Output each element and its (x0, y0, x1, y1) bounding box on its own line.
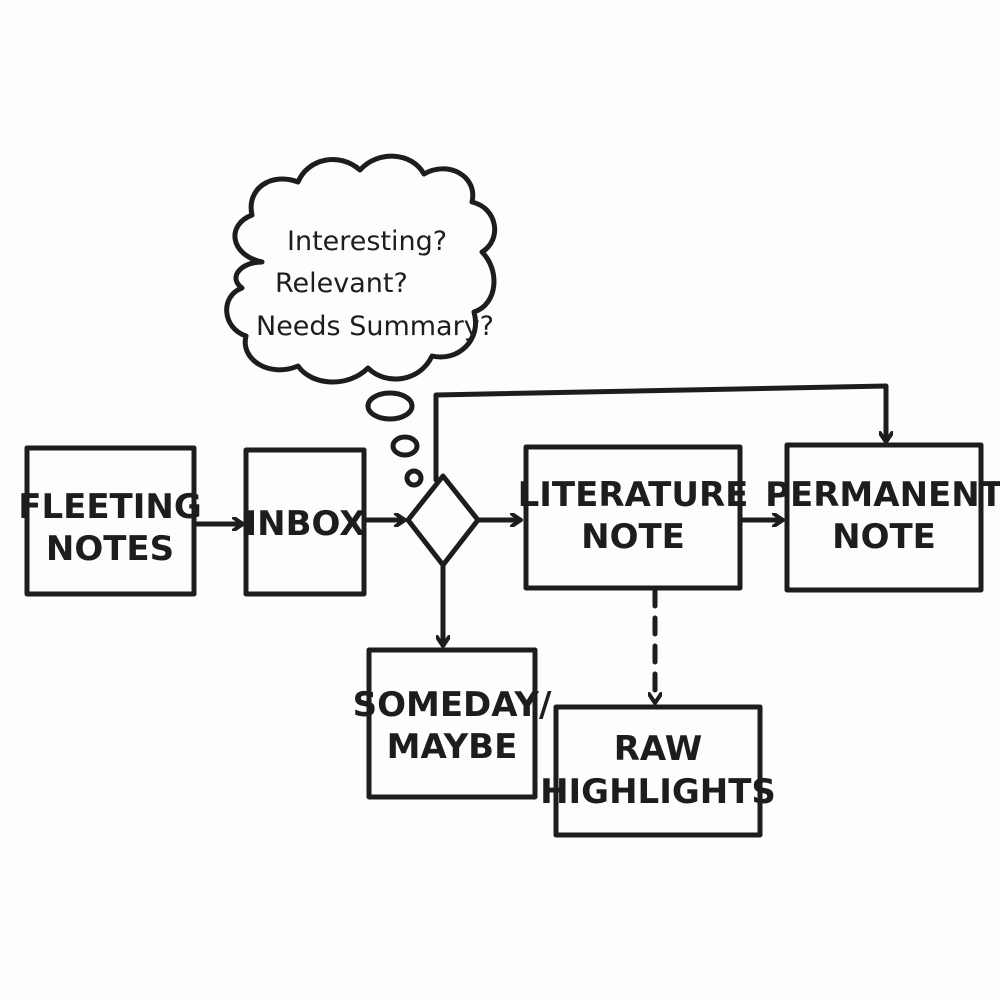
permanent-note-box (784, 442, 984, 593)
inbox-box (243, 447, 367, 597)
raw-highlights-box (553, 704, 763, 838)
thought-cloud (224, 153, 498, 385)
permanent-note-label-2: NOTE (832, 517, 936, 557)
raw-highlights-label-1: RAW (614, 729, 702, 769)
literature-note-label-2: NOTE (581, 517, 685, 557)
thought-line-1: Interesting? (287, 226, 447, 257)
literature-note-label-1: LITERATURE (518, 475, 749, 515)
fleeting-notes-label-2: NOTES (46, 529, 174, 569)
thought-trail-large (365, 390, 415, 422)
thought-trail-medium (390, 434, 420, 458)
permanent-note-label-1: PERMANENT (765, 475, 1000, 515)
raw-highlights-label-2: HIGHLIGHTS (540, 772, 776, 812)
someday-maybe-label-1: SOMEDAY/ (353, 685, 552, 725)
fleeting-notes-label-1: FLEETING (18, 487, 202, 527)
decision-diamond (405, 473, 481, 568)
thought-trail-small (404, 468, 424, 488)
thought-line-2: Relevant? (275, 268, 408, 299)
thought-line-3: Needs Summary? (256, 311, 494, 342)
inbox-label: INBOX (245, 504, 366, 544)
someday-maybe-label-2: MAYBE (387, 727, 518, 767)
literature-note-box (523, 444, 743, 591)
arrow-decision-to-permanent (433, 383, 886, 483)
someday-maybe-box (366, 647, 538, 800)
fleeting-notes-box (24, 445, 197, 597)
